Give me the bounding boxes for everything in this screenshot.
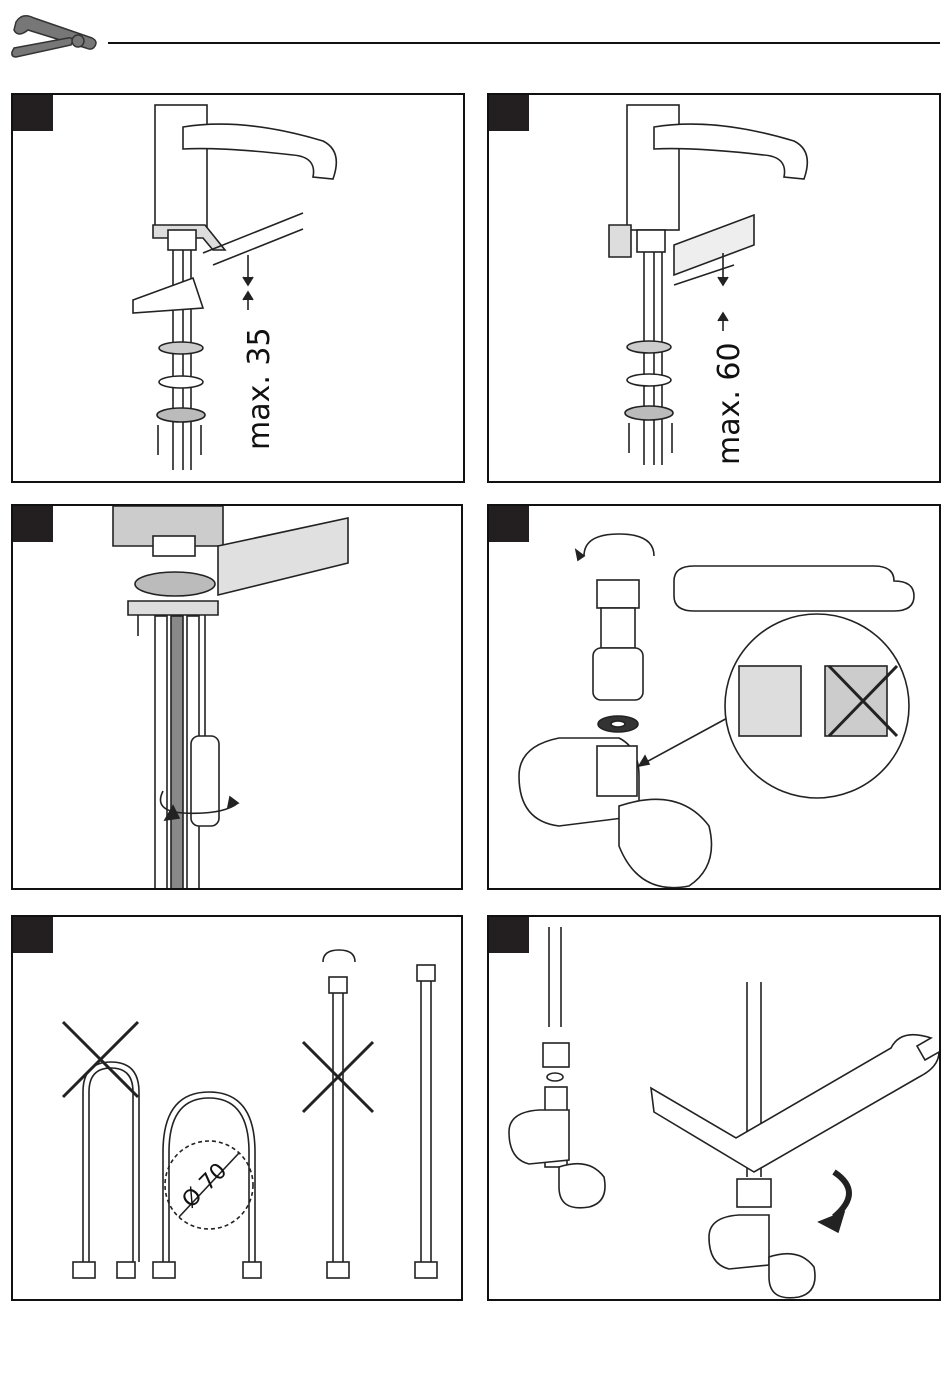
step-panel-5: Ø 70 — [11, 915, 463, 1301]
diameter-70-label: Ø 70 — [178, 1159, 233, 1214]
tighten-hose-to-valve-illustration — [489, 917, 941, 1301]
step-panel-2: max. 60 — [487, 93, 941, 483]
tools-icon — [8, 8, 98, 68]
max-60-label: max. 60 — [712, 342, 747, 465]
step-panel-1: max. 35 — [11, 93, 465, 483]
faucet-mount-thick-counter-illustration: max. 60 — [489, 95, 941, 483]
max-35-label: max. 35 — [242, 327, 277, 450]
faucet-mount-illustration: max. 35 — [13, 95, 465, 483]
step-panel-4 — [487, 504, 941, 890]
hose-bending-radius-illustration: Ø 70 — [13, 917, 463, 1301]
connect-supply-hose-illustration — [489, 506, 941, 890]
header-rule — [108, 42, 940, 44]
tighten-fixing-screws-illustration — [13, 506, 463, 890]
step-panel-6 — [487, 915, 941, 1301]
step-panel-3 — [11, 504, 463, 890]
